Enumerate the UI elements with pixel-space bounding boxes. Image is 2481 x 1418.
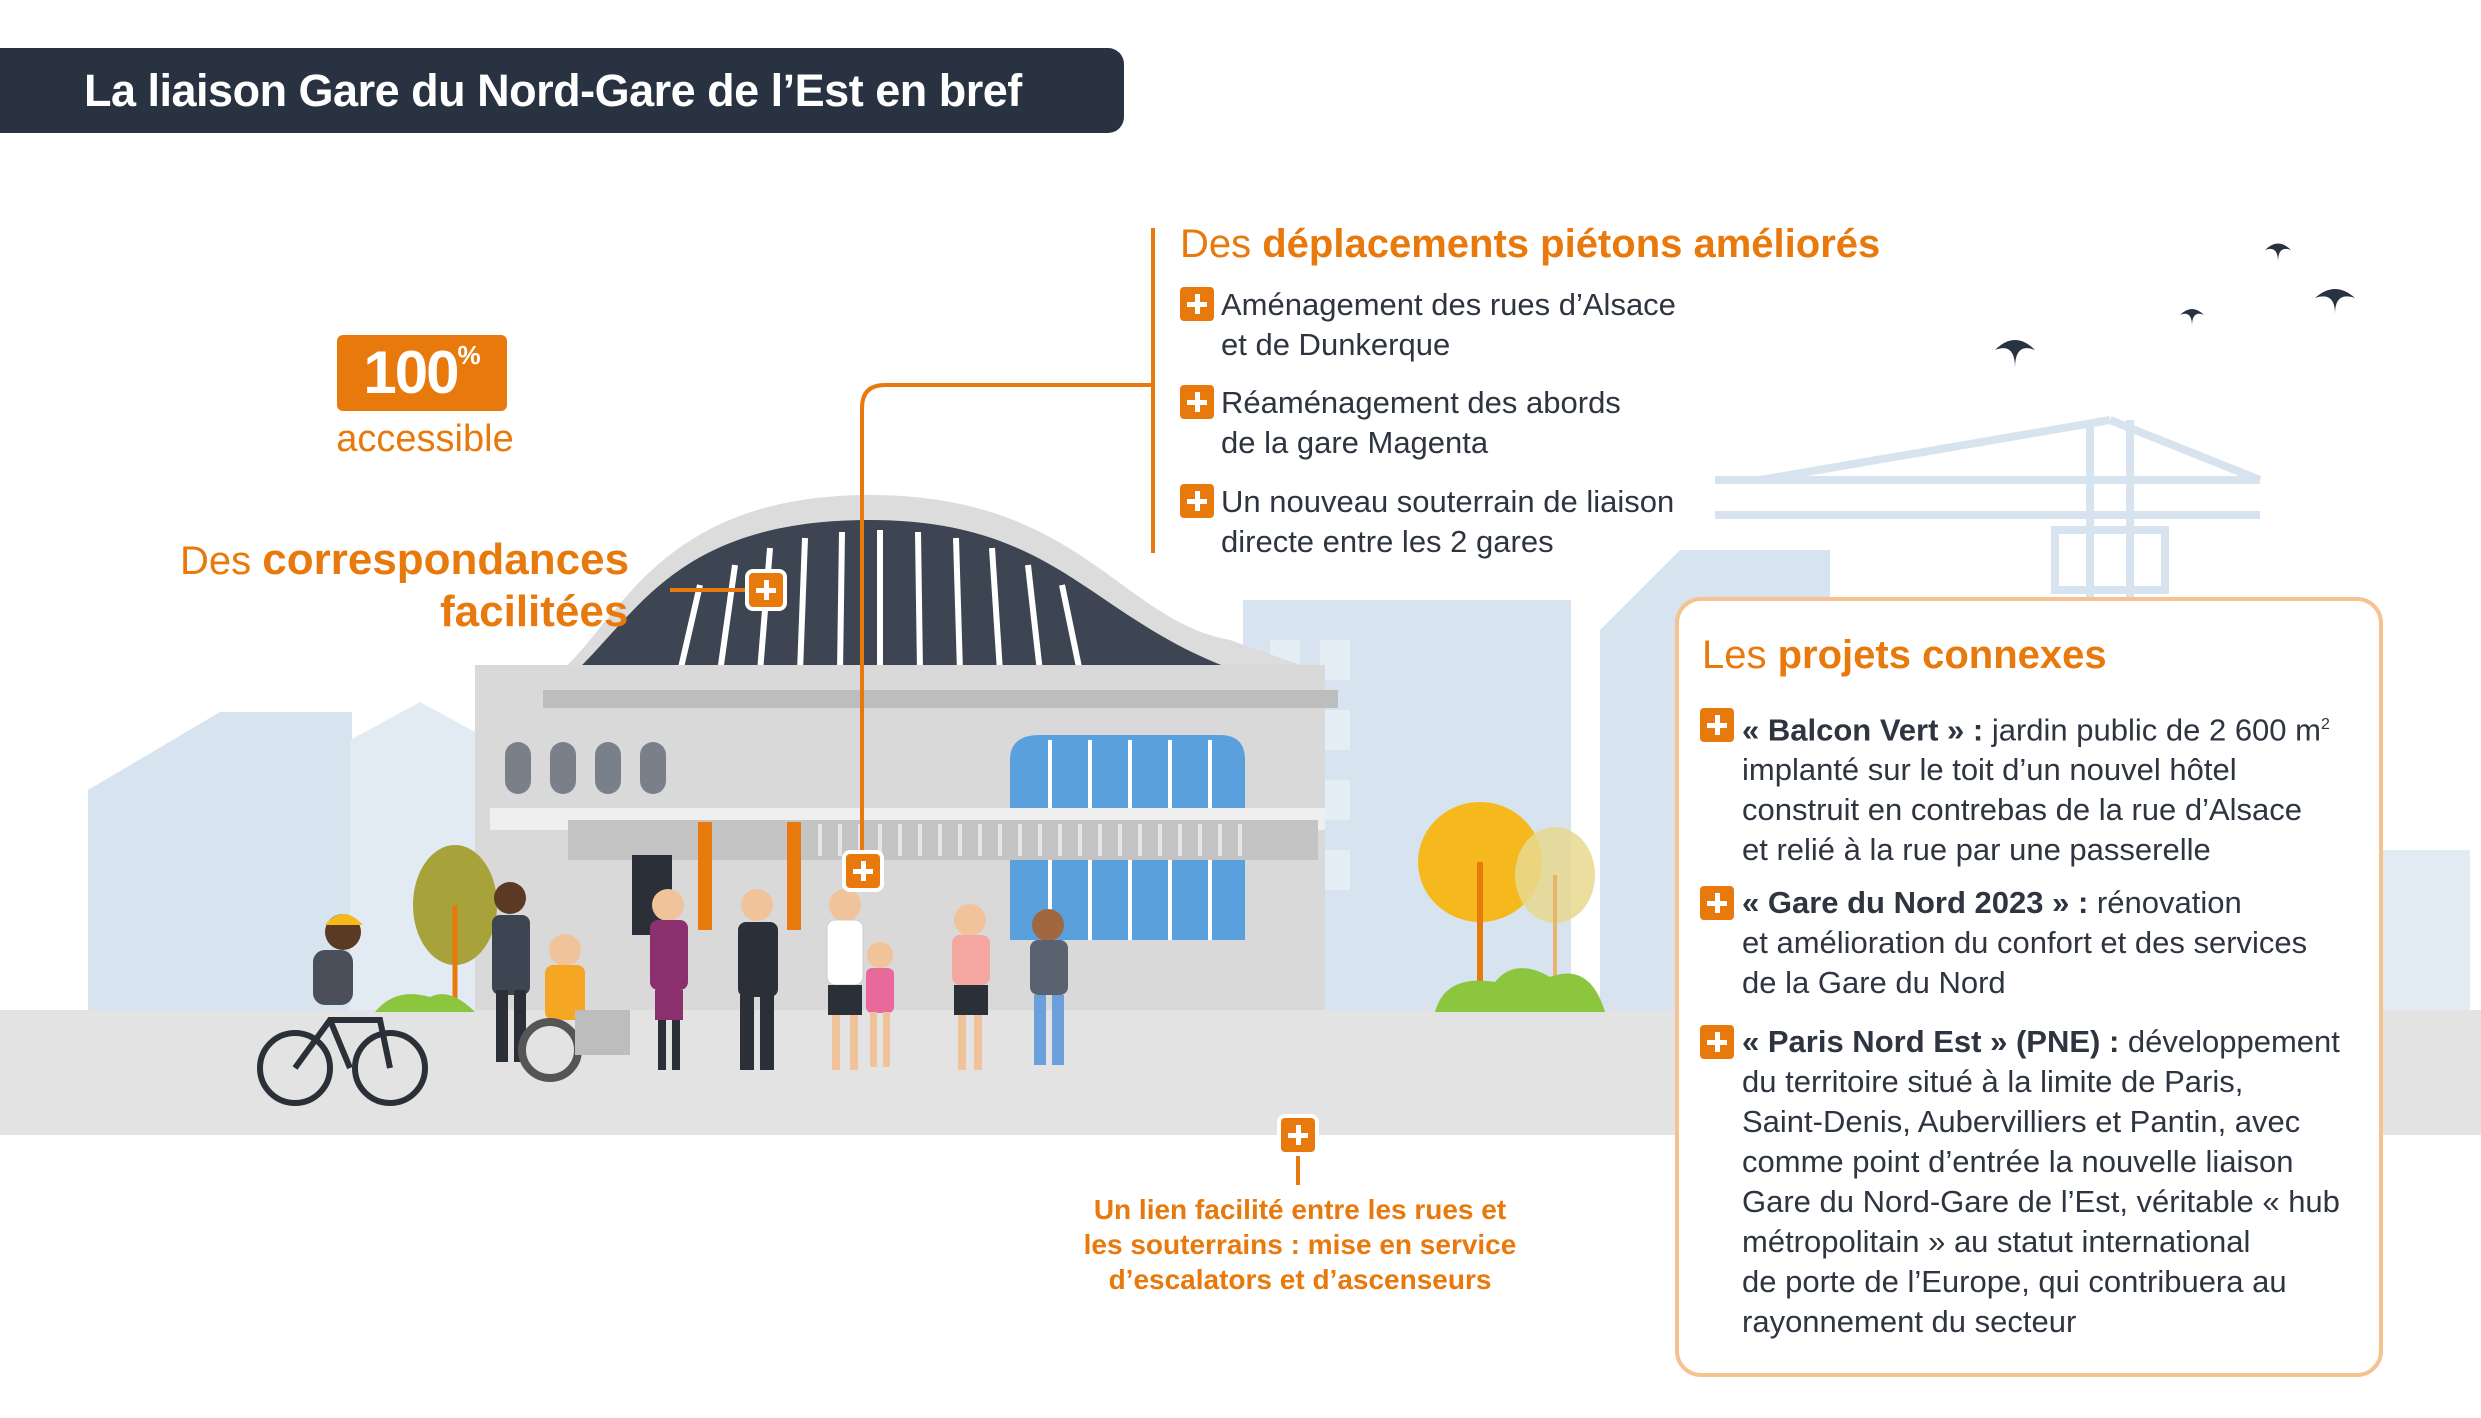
projet-line: développement — [2119, 1024, 2340, 1059]
page-title: La liaison Gare du Nord-Gare de l’Est en… — [84, 64, 1022, 116]
canopy-slats — [818, 824, 1242, 856]
item-line: Aménagement des rues d’Alsace — [1221, 287, 1676, 322]
projets-prefix: Les — [1702, 633, 1778, 677]
projets-bold: projets connexes — [1777, 633, 2107, 677]
projet-line: et amélioration du confort et des servic… — [1742, 925, 2308, 960]
cyclist-body — [313, 914, 363, 1005]
projet-line: jardin public de 2 600 m — [1983, 712, 2321, 748]
plus-icon — [1281, 1118, 1315, 1152]
accessible-label: accessible — [336, 418, 514, 460]
plus-icon — [1180, 484, 1214, 518]
connector-lines — [670, 228, 1300, 1185]
tree-right — [1418, 802, 1605, 1012]
projets-title: Les projets connexes — [1702, 633, 2107, 678]
crane — [1715, 416, 2262, 600]
projet-line: du territoire situé à la limite de Paris… — [1742, 1064, 2244, 1099]
roof-ribs — [677, 530, 1083, 673]
tree-left — [413, 845, 497, 1010]
projet-name: « Balcon Vert » : — [1742, 712, 1984, 748]
people — [492, 882, 1068, 1082]
plus-icon — [1700, 886, 1734, 920]
projet-line: Saint-Denis, Aubervilliers et Pantin, av… — [1742, 1104, 2301, 1139]
station-roof-dark — [575, 520, 1240, 672]
deplacement-item: Réaménagement des abords de la gare Magen… — [1221, 383, 1821, 463]
correspondances-bold: correspondances — [262, 535, 630, 584]
projet-item-gare-du-nord-2023: « Gare du Nord 2023 » : rénovation et amé… — [1742, 883, 2372, 1003]
deplacement-item: Un nouveau souterrain de liaison directe … — [1221, 482, 1821, 562]
station-cornice — [543, 690, 1338, 708]
correspondances-label: Des correspondances — [180, 535, 629, 585]
station-canopy — [568, 820, 1318, 860]
accessibility-badge: 100% — [337, 335, 507, 411]
plus-icon — [846, 854, 880, 888]
projet-line: rayonnement du secteur — [1742, 1304, 2077, 1339]
bg-building — [2380, 850, 2470, 1010]
plus-icon — [1180, 287, 1214, 321]
facilitees-bold: facilitées — [440, 587, 629, 636]
deplacements-prefix: Des — [1180, 222, 1263, 266]
cyclist — [257, 1017, 428, 1106]
projet-item-paris-nord-est: « Paris Nord Est » (PNE) : développement… — [1742, 1022, 2372, 1342]
projet-line: de la Gare du Nord — [1742, 965, 2006, 1000]
title-banner: La liaison Gare du Nord-Gare de l’Est en… — [0, 48, 1124, 133]
projet-line: construit en contrebas de la rue d’Alsac… — [1742, 792, 2303, 828]
arched-windows — [505, 742, 666, 794]
badge-value: 100 — [363, 339, 459, 406]
lien-line: Un lien facilité entre les rues et — [1093, 1194, 1507, 1225]
plus-icon — [749, 573, 783, 607]
plus-icon — [1700, 1025, 1734, 1059]
correspondances-prefix: Des — [180, 539, 263, 583]
deplacement-item: Aménagement des rues d’Alsace et de Dunke… — [1221, 285, 1821, 365]
bush-left — [375, 994, 475, 1012]
facilitees-label: facilitées — [440, 587, 628, 637]
projet-line: Gare du Nord-Gare de l’Est, véritable « … — [1742, 1184, 2340, 1219]
projet-line: et relié à la rue par une passerelle — [1742, 832, 2211, 868]
projets-connexes-box — [1675, 597, 2383, 1377]
orange-pillars — [698, 822, 801, 930]
projet-line: de porte de l’Europe, qui contribuera au — [1742, 1264, 2287, 1299]
projet-line: comme point d’entrée la nouvelle liaison — [1742, 1144, 2294, 1179]
projet-line: rénovation — [2088, 885, 2242, 920]
birds — [1995, 243, 2355, 368]
lien-line: les souterrains : mise en service — [1083, 1229, 1517, 1260]
projet-line: implanté sur le toit d’un nouvel hôtel — [1742, 752, 2237, 788]
lien-facilite-text: Un lien facilité entre les rues et les so… — [1080, 1192, 1520, 1297]
plus-icon — [1700, 708, 1734, 742]
projet-item-balcon-vert: « Balcon Vert » : jardin public de 2 600… — [1742, 705, 2372, 870]
item-line: de la gare Magenta — [1221, 425, 1489, 460]
projet-name: « Gare du Nord 2023 » : — [1742, 885, 2089, 920]
bg-building — [88, 712, 352, 1010]
badge-unit: % — [457, 340, 481, 370]
item-line: Réaménagement des abords — [1221, 385, 1621, 420]
item-line: et de Dunkerque — [1221, 327, 1451, 362]
projet-name: « Paris Nord Est » (PNE) : — [1742, 1024, 2120, 1059]
lien-line: d’escalators et d’ascenseurs — [1108, 1264, 1492, 1295]
item-line: Un nouveau souterrain de liaison — [1221, 484, 1675, 519]
projet-sup: 2 — [2320, 716, 2330, 733]
plus-icon — [1180, 385, 1214, 419]
item-line: directe entre les 2 gares — [1221, 524, 1554, 559]
projet-line: métropolitain » au statut international — [1742, 1224, 2251, 1259]
deplacements-title: Des déplacements piétons améliorés — [1180, 222, 1880, 267]
deplacements-bold: déplacements piétons améliorés — [1262, 222, 1881, 266]
